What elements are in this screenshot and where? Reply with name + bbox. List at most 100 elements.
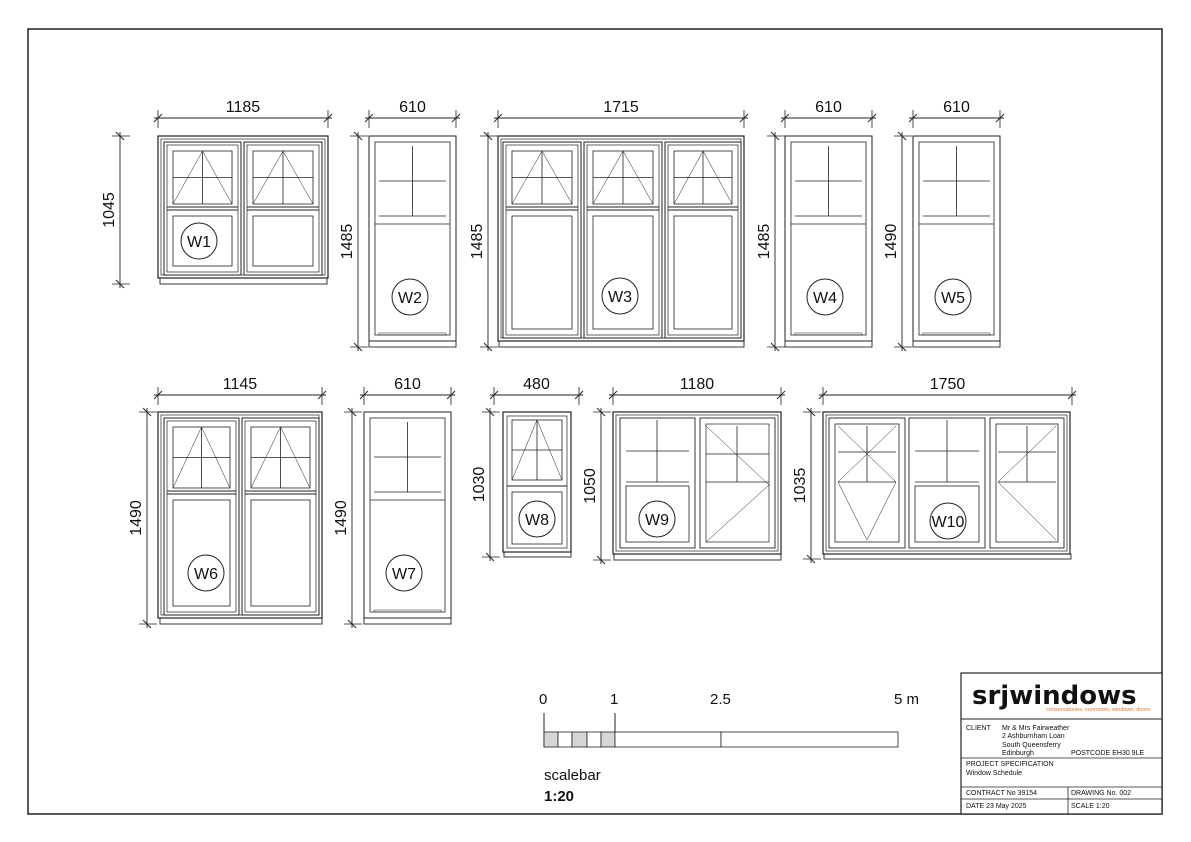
scale: SCALE 1:20 bbox=[1071, 803, 1110, 810]
width-dimension: 610 bbox=[780, 99, 877, 128]
scalebar: 0 1 2.5 5 m scalebar 1:20 bbox=[539, 691, 919, 805]
dim-tick bbox=[347, 407, 357, 417]
dim-tick bbox=[483, 342, 493, 352]
client-label: CLIENT bbox=[966, 725, 992, 732]
scalebar-seg-b bbox=[557, 731, 573, 748]
height-dimension: 1485 bbox=[756, 131, 785, 352]
scalebar-ratio: 1:20 bbox=[544, 788, 574, 805]
height-dimension: 1050 bbox=[582, 407, 611, 565]
window-tag bbox=[391, 278, 429, 316]
client-line-3: South Queensferry bbox=[1002, 742, 1061, 749]
scalebar-seg-f bbox=[614, 731, 722, 748]
dim-tick bbox=[353, 131, 363, 141]
dim-tick bbox=[153, 390, 163, 400]
height-dimension: 1045 bbox=[101, 131, 130, 289]
opening-indicator bbox=[280, 426, 311, 489]
lower-pane bbox=[511, 491, 563, 545]
sash-inner bbox=[246, 144, 320, 273]
sash-inner bbox=[244, 420, 317, 613]
height-dimension-label: 1490 bbox=[333, 500, 350, 536]
lower-pane bbox=[625, 485, 690, 543]
scalebar-seg-d bbox=[586, 731, 602, 748]
window-w5: W5 bbox=[912, 135, 1001, 348]
opening-indicator bbox=[201, 426, 231, 489]
opening-indicator bbox=[592, 150, 624, 205]
dim-tick bbox=[115, 131, 125, 141]
schedule-title: Window Schedule bbox=[966, 770, 1022, 777]
dim-tick bbox=[770, 342, 780, 352]
sash-right bbox=[699, 417, 776, 549]
width-dimension-label: 1180 bbox=[680, 376, 715, 393]
window-tag-label: W8 bbox=[525, 512, 549, 529]
height-dimension: 1485 bbox=[469, 131, 498, 352]
scalebar-seg-g bbox=[720, 731, 899, 748]
lower-pane bbox=[914, 485, 980, 543]
dim-tick bbox=[446, 390, 456, 400]
dim-tick bbox=[806, 554, 816, 564]
width-dimension-label: 480 bbox=[523, 376, 550, 393]
dim-tick bbox=[364, 113, 374, 123]
sash-outer bbox=[664, 141, 742, 339]
width-dimension: 480 bbox=[489, 376, 584, 405]
outer-frame bbox=[612, 411, 782, 555]
scalebar-label-1: 1 bbox=[610, 691, 618, 708]
sash-inner bbox=[166, 420, 237, 613]
scalebar-label-2-5: 2.5 bbox=[710, 691, 731, 708]
sill-line bbox=[373, 609, 442, 613]
sill bbox=[363, 617, 452, 625]
dim-tick bbox=[142, 619, 152, 629]
opening-indicator bbox=[172, 150, 203, 205]
width-dimension-label: 610 bbox=[815, 99, 842, 116]
dim-tick bbox=[739, 113, 749, 123]
sash-inner bbox=[166, 144, 239, 273]
height-dimension-label: 1490 bbox=[128, 500, 145, 536]
window-tag-label: W9 bbox=[645, 512, 669, 529]
window-w9: W9 bbox=[612, 411, 782, 561]
sill bbox=[503, 551, 572, 558]
dim-tick bbox=[347, 619, 357, 629]
width-dimension: 1185 bbox=[153, 99, 333, 128]
width-dimension-label: 1750 bbox=[930, 376, 966, 393]
dimension-lines: 1185104561014851715148561014856101490114… bbox=[101, 99, 1077, 629]
window-tag-label: W2 bbox=[398, 290, 422, 307]
window-w7: W7 bbox=[363, 411, 452, 625]
sash-left bbox=[619, 417, 696, 549]
height-dimension-label: 1045 bbox=[101, 192, 118, 228]
opening-indicator bbox=[997, 425, 1057, 483]
scalebar-seg-e bbox=[600, 731, 616, 748]
opening-indicator bbox=[837, 425, 897, 483]
width-dimension: 610 bbox=[364, 99, 461, 128]
width-dimension: 610 bbox=[908, 99, 1005, 128]
scalebar-seg-c bbox=[571, 731, 588, 748]
sill bbox=[498, 340, 745, 348]
width-dimension-label: 610 bbox=[394, 376, 421, 393]
dim-tick bbox=[596, 555, 606, 565]
width-dimension-label: 1715 bbox=[603, 99, 639, 116]
sheet-border bbox=[27, 28, 1163, 815]
height-dimension: 1035 bbox=[792, 407, 821, 564]
dim-tick bbox=[818, 390, 828, 400]
window-tag bbox=[806, 278, 844, 316]
opening-indicator bbox=[536, 419, 563, 481]
opening-indicator bbox=[250, 426, 281, 489]
window-tag bbox=[385, 554, 423, 592]
height-dimension-label: 1050 bbox=[582, 468, 599, 504]
window-w3: W3 bbox=[497, 135, 745, 348]
sash-left bbox=[828, 417, 906, 549]
opening-indicator bbox=[622, 150, 654, 205]
dim-tick bbox=[359, 390, 369, 400]
width-dimension: 1715 bbox=[493, 99, 749, 128]
client-line-4: Edinburgh bbox=[1002, 750, 1034, 757]
sash-right-inner bbox=[995, 423, 1059, 543]
height-dimension-label: 1030 bbox=[471, 467, 488, 503]
dim-tick bbox=[908, 113, 918, 123]
lower-pane bbox=[511, 215, 573, 330]
dim-tick bbox=[142, 407, 152, 417]
dim-tick bbox=[897, 131, 907, 141]
sash-outer bbox=[502, 141, 582, 339]
height-dimension: 1490 bbox=[883, 131, 912, 352]
sill bbox=[368, 340, 457, 348]
dim-tick bbox=[483, 131, 493, 141]
sash-outer bbox=[583, 141, 663, 339]
